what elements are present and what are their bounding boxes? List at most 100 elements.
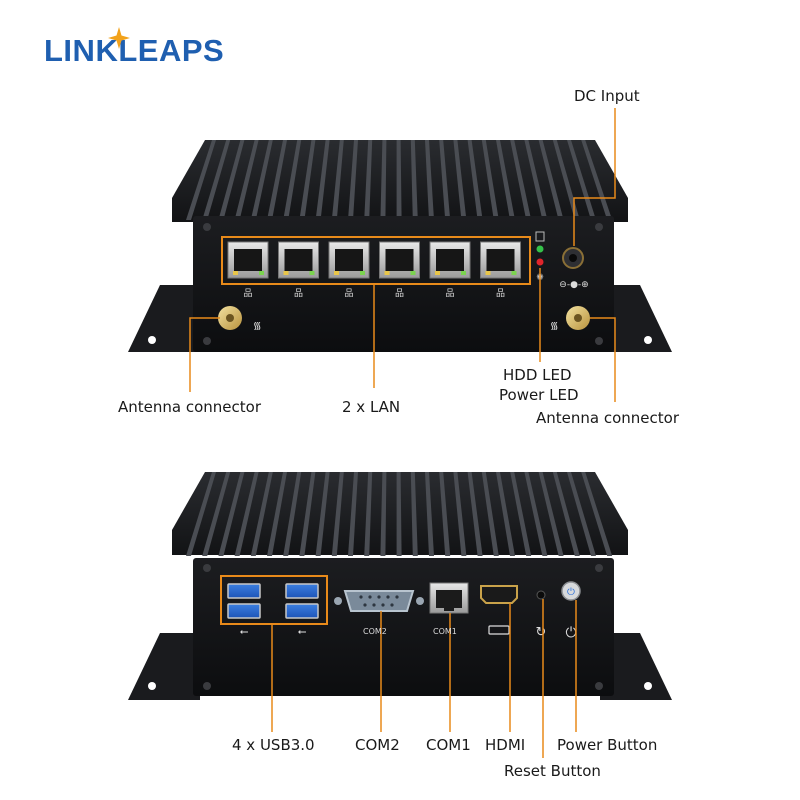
heatsink-fin	[567, 472, 596, 556]
lan-status-led	[485, 271, 491, 275]
power-led	[536, 258, 544, 266]
heatsink-fin	[234, 140, 259, 220]
heatsink-fin	[380, 140, 387, 220]
heatsink-fin	[410, 472, 418, 556]
lan-port-opening	[234, 249, 262, 271]
rear-callouts	[271, 599, 577, 758]
heatsink-fin	[524, 140, 548, 220]
wifi-icon: ᯾	[550, 321, 559, 332]
front-bracket-left	[128, 285, 200, 352]
label-hdd-led: HDD LED	[503, 366, 572, 384]
usb-icon: ⭠	[240, 625, 249, 638]
lan-status-led	[435, 271, 440, 275]
heatsink-fin	[453, 140, 467, 220]
power-button[interactable]	[561, 581, 581, 601]
heatsink-fin	[202, 472, 231, 556]
front-bracket-hole-right	[644, 336, 652, 344]
dc-input-pin	[569, 254, 577, 262]
heatsink-fin	[380, 472, 387, 556]
com2-printed-label: COM2	[363, 627, 387, 636]
heatsink-fin	[453, 472, 467, 556]
lan-status-led	[461, 271, 466, 275]
heatsink-fin	[410, 140, 418, 220]
lan-port-opening	[385, 249, 414, 271]
usb-icon: ⭠	[298, 625, 307, 638]
heatsink-fin	[538, 140, 564, 220]
hdd-led	[536, 245, 544, 253]
heatsink-fin	[186, 140, 216, 220]
lan-ports: 品品品品品品	[227, 241, 521, 299]
brand-name-left: LIN	[44, 33, 96, 68]
front-unit: 品品品品品品 ✺ ⊖-●-⊕ ᯾ ᯾	[128, 140, 672, 352]
heatsink-fin	[581, 472, 613, 556]
screw	[203, 564, 211, 572]
heatsink-fin	[234, 472, 259, 556]
heatsink-fin	[299, 472, 316, 556]
lan-port-opening	[486, 249, 515, 271]
rear-bracket-hole-right	[644, 682, 652, 690]
lan-status-led	[410, 271, 416, 275]
heatsink-fin	[218, 140, 245, 220]
usb-port	[227, 583, 261, 599]
lan-status-led	[283, 271, 289, 275]
power-button-glyph: ⏻	[567, 587, 575, 598]
heatsink-fin	[348, 472, 358, 556]
heatsink-fin	[331, 472, 344, 556]
heatsink-fin	[348, 140, 358, 220]
label-hdmi: HDMI	[485, 736, 526, 754]
screw	[595, 564, 603, 572]
screw	[595, 682, 603, 690]
heatsink-fin	[283, 140, 302, 220]
rear-heatsink-fins	[186, 472, 613, 556]
com1-printed-label: COM1	[433, 627, 457, 636]
lan-status-led	[384, 271, 390, 275]
hdmi-icon	[488, 625, 510, 635]
label-power-led: Power LED	[499, 386, 579, 404]
usb-port	[227, 603, 261, 619]
heatsink-fin	[396, 472, 402, 556]
heatsink-fin	[250, 140, 273, 220]
heatsink-fin	[481, 140, 499, 220]
lan-status-led	[511, 271, 517, 275]
label-power-button: Power Button	[557, 736, 658, 754]
lan-status-led	[259, 271, 264, 275]
screw	[203, 223, 211, 231]
front-bracket-hole-left	[148, 336, 156, 344]
label-lan: 2 x LAN	[342, 398, 401, 416]
heatsink-fin	[202, 140, 231, 220]
ethernet-icon: 品	[445, 288, 454, 299]
heatsink-fin	[364, 140, 373, 220]
heatsink-fin	[331, 140, 344, 220]
brand-star-icon	[108, 27, 130, 49]
ethernet-icon: 品	[344, 288, 353, 299]
screw	[595, 223, 603, 231]
label-com1: COM1	[426, 736, 471, 754]
ethernet-icon: 品	[496, 288, 505, 299]
ethernet-icon: 品	[294, 288, 303, 299]
heatsink-fin	[481, 472, 499, 556]
brand-name-right: LEAPS	[118, 33, 225, 68]
ethernet-icon: 品	[395, 288, 404, 299]
heatsink-fin	[552, 140, 580, 220]
heatsink-fin	[396, 140, 402, 220]
heatsink-fin	[315, 140, 330, 220]
label-antenna-connector-right: Antenna connector	[536, 409, 679, 427]
heatsink-fin	[538, 472, 564, 556]
lan-port-opening	[335, 249, 363, 271]
ethernet-icon: 品	[243, 288, 252, 299]
lan-port-opening	[284, 249, 313, 271]
heatsink-fin	[186, 472, 216, 556]
callout-dc-input	[573, 108, 616, 246]
heatsink-fin	[567, 140, 596, 220]
hdd-icon	[535, 231, 545, 242]
heatsink-fin	[283, 472, 302, 556]
usb-port	[285, 583, 319, 599]
heatsink-fin	[299, 140, 316, 220]
lan-port-opening	[436, 249, 464, 271]
heatsink-fin	[315, 472, 330, 556]
heatsink-fin	[250, 472, 273, 556]
reset-button[interactable]	[536, 590, 546, 600]
heatsink-fin	[467, 140, 483, 220]
callout-antenna-right	[590, 317, 616, 402]
